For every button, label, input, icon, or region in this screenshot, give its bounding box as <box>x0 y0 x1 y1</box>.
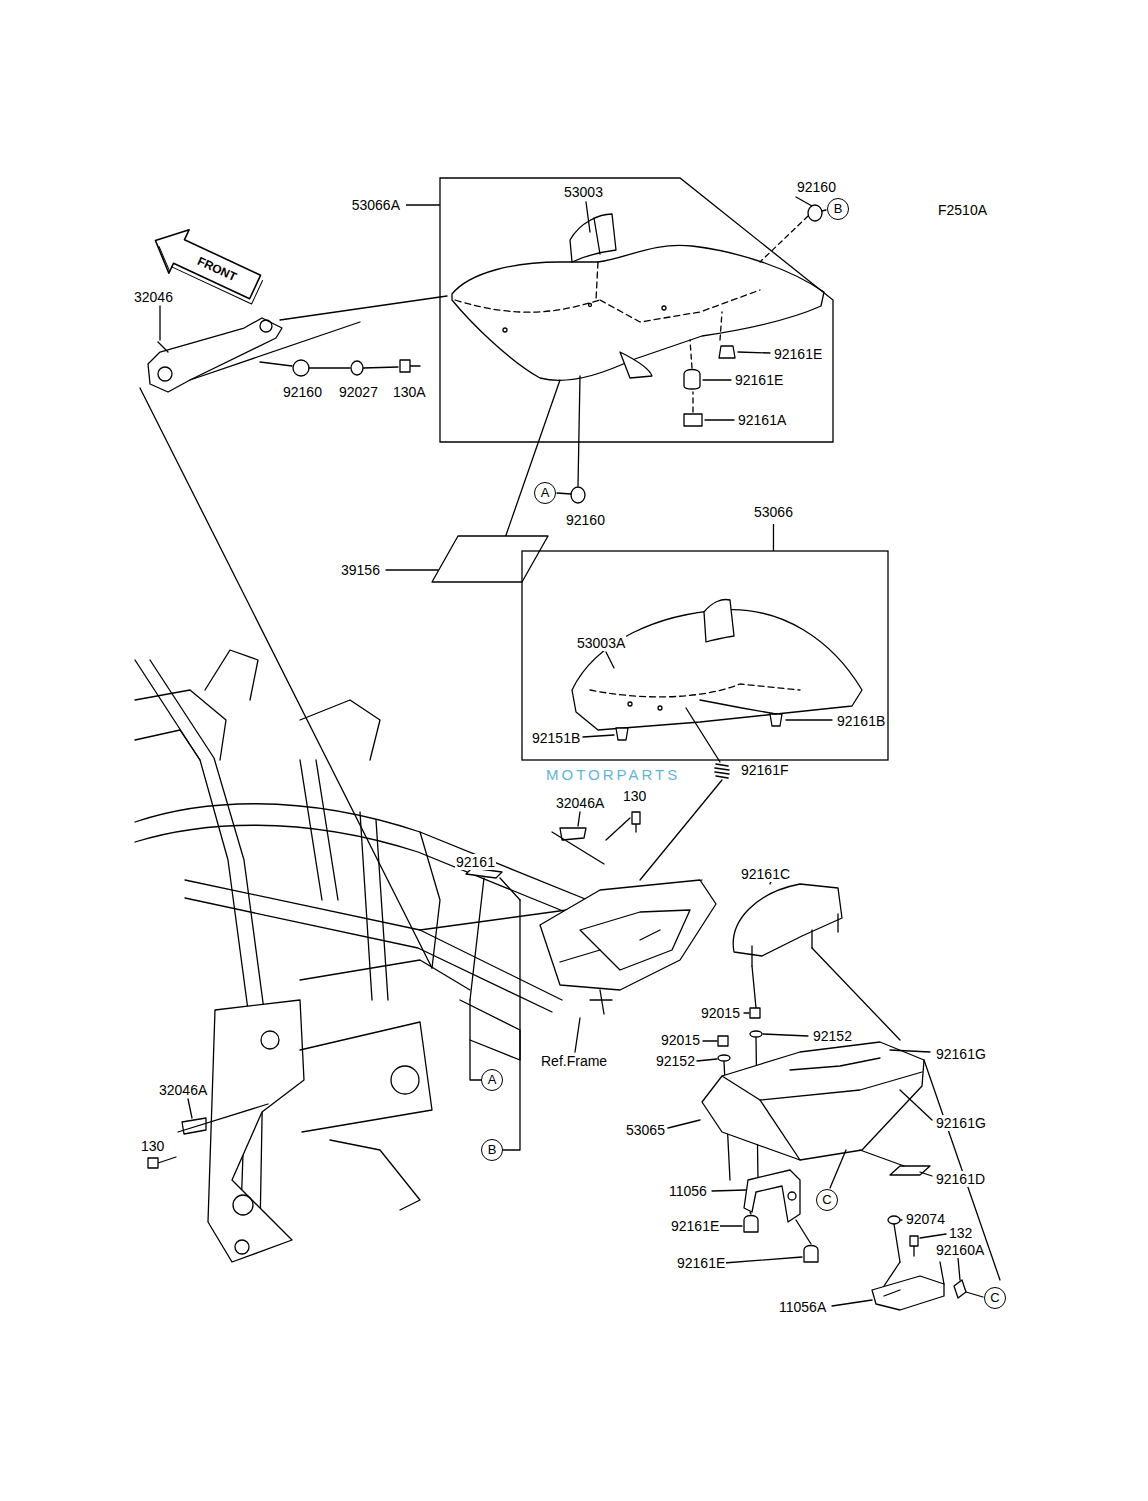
part-number: 92161E <box>670 1218 720 1234</box>
part-number: 92161B <box>836 713 886 729</box>
part-number: 32046A <box>158 1082 208 1098</box>
part-number: 92160 <box>565 512 606 528</box>
part-number: 130 <box>140 1138 165 1154</box>
tail-cowl <box>702 1042 924 1160</box>
part-number: 53003 <box>563 184 604 200</box>
reference-letter: B <box>834 202 843 216</box>
reference-circle: B <box>481 1139 503 1161</box>
bracket-outline <box>440 178 833 442</box>
part-number: 92161C <box>740 866 791 882</box>
reference-circle: B <box>827 198 849 220</box>
part-number: 92160A <box>935 1242 985 1258</box>
reference-letter: A <box>488 1073 497 1087</box>
tail-cover <box>733 868 842 966</box>
reference-letter: C <box>822 1193 831 1207</box>
reference-circle: A <box>534 482 556 504</box>
part-number: 92152 <box>812 1028 853 1044</box>
reference-letter: C <box>990 1291 999 1305</box>
part-number: 92015 <box>700 1005 741 1021</box>
part-number: 92161E <box>734 372 784 388</box>
part-number: 92161A <box>737 412 787 428</box>
part-number: 92161D <box>935 1171 986 1187</box>
part-number: 92161G <box>935 1115 987 1131</box>
part-number: 92161E <box>773 346 823 362</box>
part-number: 92160 <box>282 384 323 400</box>
part-number: 130 <box>622 788 647 804</box>
assembly-bracket: 53066A <box>440 178 833 442</box>
part-number: 92161G <box>935 1046 987 1062</box>
part-number: 92161 <box>455 854 496 870</box>
assembly-number: 53066A <box>352 197 400 213</box>
assembly-number: 53066 <box>754 504 793 520</box>
part-number: 92074 <box>905 1211 946 1227</box>
reference-letter: B <box>488 1143 497 1157</box>
part-number: 92151B <box>531 730 581 746</box>
part-number: 53003A <box>576 635 626 651</box>
motorcycle-frame <box>135 650 716 1262</box>
assembly-box: 53066 <box>522 551 888 760</box>
lower-bracket <box>872 1262 944 1310</box>
part-number: 92161F <box>740 762 789 778</box>
part-number: 39156 <box>340 562 381 578</box>
part-number: 11056A <box>778 1299 827 1315</box>
reference-circle: A <box>481 1069 503 1091</box>
node-outline <box>522 551 888 760</box>
part-number: 32046A <box>555 795 605 811</box>
rear-bracket <box>744 1170 800 1222</box>
part-number: 92027 <box>338 384 379 400</box>
watermark: MOTORPARTS <box>545 767 681 783</box>
leader-line <box>406 204 440 205</box>
figure-code: F2510A <box>937 202 988 218</box>
part-number: 53065 <box>625 1122 666 1138</box>
reference-circle: C <box>816 1189 838 1211</box>
part-number: 11056 <box>668 1183 708 1199</box>
box-outline <box>522 551 888 760</box>
rider-seat <box>452 214 824 380</box>
part-number: 32046 <box>133 289 174 305</box>
part-number: 92015 <box>660 1032 701 1048</box>
node-outline <box>440 178 833 442</box>
reference-letter: A <box>541 486 550 500</box>
part-number: 92161E <box>676 1255 726 1271</box>
pillion-seat <box>572 600 862 731</box>
reference-circle: C <box>984 1287 1006 1309</box>
reference-note: Ref.Frame <box>540 1053 608 1069</box>
part-number: 92152 <box>655 1053 696 1069</box>
part-number: 92160 <box>796 179 837 195</box>
leader-line <box>773 524 774 551</box>
part-number: 130A <box>392 384 427 400</box>
part-number: 132 <box>948 1225 973 1241</box>
